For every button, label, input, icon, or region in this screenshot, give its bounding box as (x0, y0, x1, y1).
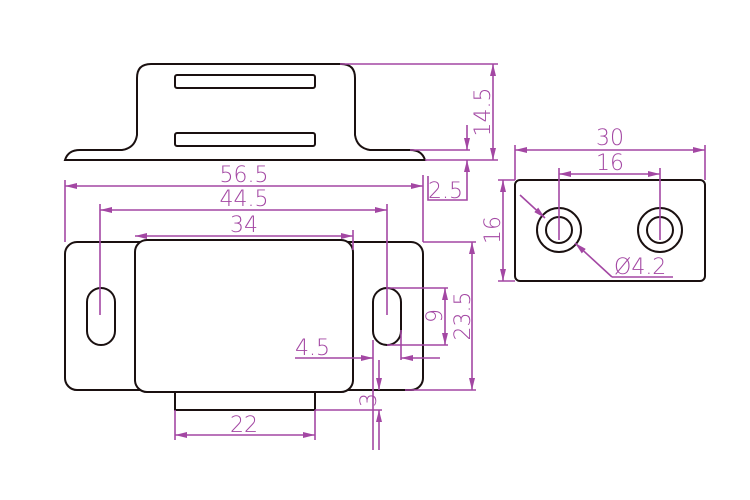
side-view: 30 16 16 Ø4.2 (481, 126, 706, 282)
front-view: 56.5 44.5 34 22 23.5 9 4.5 3 (64, 163, 476, 450)
magnet-body (134, 239, 354, 393)
slot-spacing-label: 44.5 (220, 187, 269, 212)
side-width-label: 30 (596, 126, 624, 151)
hole-diameter-label: Ø4.2 (614, 255, 666, 280)
strike-plate (514, 179, 706, 282)
hole-spacing-label: 16 (596, 151, 624, 176)
slot-width-label: 4.5 (295, 336, 330, 361)
mounting-slot-left (86, 287, 116, 346)
base-depth-label: 3 (357, 393, 382, 407)
body-width-label: 34 (230, 213, 258, 238)
top-slot-upper (174, 74, 316, 89)
top-height-label: 14.5 (471, 88, 496, 137)
top-slot-lower (174, 132, 316, 147)
side-height-label: 16 (481, 216, 506, 244)
flange-thickness-label: 2.5 (428, 179, 463, 204)
base-block (174, 392, 316, 411)
overall-width-label: 56.5 (220, 163, 269, 188)
front-height-label: 23.5 (451, 292, 476, 341)
base-width-label: 22 (230, 413, 258, 438)
slot-length-label: 9 (423, 309, 448, 323)
top-view: 14.5 2.5 (63, 63, 498, 204)
